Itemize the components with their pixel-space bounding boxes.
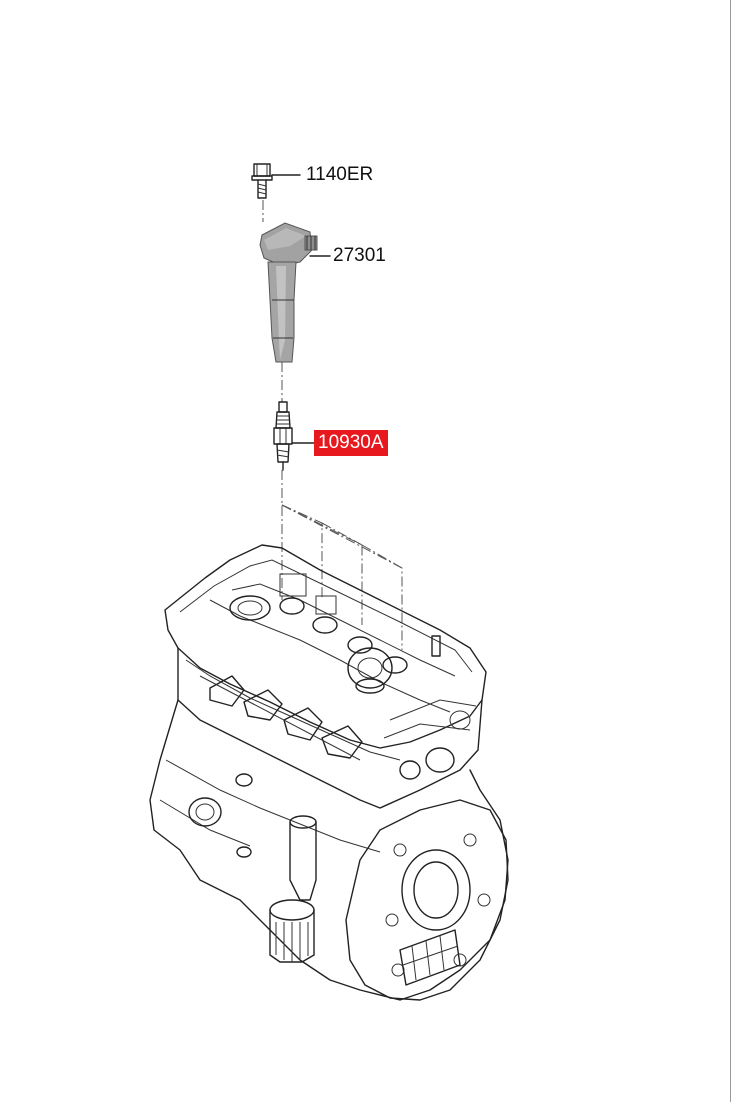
bolt-part[interactable]	[251, 163, 273, 199]
spark-plug-part[interactable]	[273, 401, 293, 471]
right-edge-line	[730, 0, 731, 1102]
assembly-center-lines	[262, 200, 403, 650]
ignition-coil-part-number[interactable]: 27301	[333, 245, 386, 266]
engine-assembly	[149, 544, 509, 1001]
ignition-coil-part[interactable]	[259, 222, 318, 363]
spark-plug-part-number[interactable]: 10930A	[314, 430, 388, 456]
bolt-part-number[interactable]: 1140ER	[306, 164, 374, 185]
